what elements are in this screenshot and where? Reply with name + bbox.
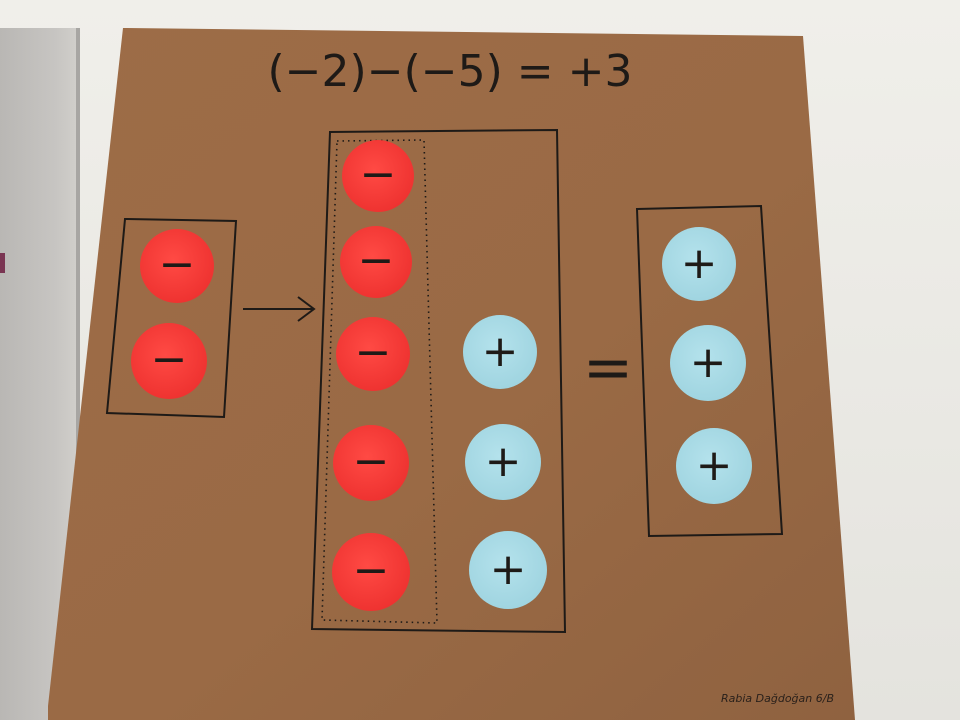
positive-chip: + bbox=[670, 325, 746, 401]
negative-chip: − bbox=[333, 425, 409, 501]
negative-chip: − bbox=[131, 323, 207, 399]
equals-icon: = bbox=[583, 333, 633, 403]
arrow-right-icon bbox=[243, 296, 316, 322]
right-box: + + + bbox=[635, 204, 784, 538]
minus-icon: − bbox=[353, 436, 390, 487]
adjacent-poster-edge bbox=[76, 28, 80, 720]
right-box-frame bbox=[635, 204, 784, 538]
adjacent-poster-mark bbox=[0, 253, 5, 273]
negative-chip: − bbox=[340, 226, 412, 298]
minus-icon: − bbox=[353, 545, 390, 596]
plus-icon: + bbox=[696, 440, 733, 491]
left-box-frame bbox=[105, 217, 238, 419]
left-box: − − bbox=[105, 217, 238, 419]
negative-chip: − bbox=[336, 317, 410, 391]
negative-chip: − bbox=[140, 229, 214, 303]
equation-title: (−2)−(−5) = +3 bbox=[268, 46, 633, 97]
plus-icon: + bbox=[490, 544, 527, 595]
plus-icon: + bbox=[482, 326, 519, 377]
negative-chip: − bbox=[332, 533, 410, 611]
positive-chip: + bbox=[465, 424, 541, 500]
minus-icon: − bbox=[159, 239, 196, 290]
plus-icon: + bbox=[681, 238, 718, 289]
minus-icon: − bbox=[355, 327, 392, 378]
author-signature: Rabia Dağdoğan 6/B bbox=[721, 692, 834, 705]
cardboard-sheet bbox=[48, 28, 855, 720]
minus-icon: − bbox=[151, 334, 188, 385]
middle-box: − − − − − + + bbox=[310, 128, 567, 634]
middle-box-frame bbox=[310, 128, 567, 634]
positive-chip: + bbox=[676, 428, 752, 504]
minus-icon: − bbox=[358, 235, 395, 286]
plus-icon: + bbox=[485, 436, 522, 487]
positive-chip: + bbox=[662, 227, 736, 301]
minus-icon: − bbox=[360, 149, 397, 200]
positive-chip: + bbox=[463, 315, 537, 389]
negative-chip: − bbox=[342, 140, 414, 212]
positive-chip: + bbox=[469, 531, 547, 609]
plus-icon: + bbox=[690, 337, 727, 388]
